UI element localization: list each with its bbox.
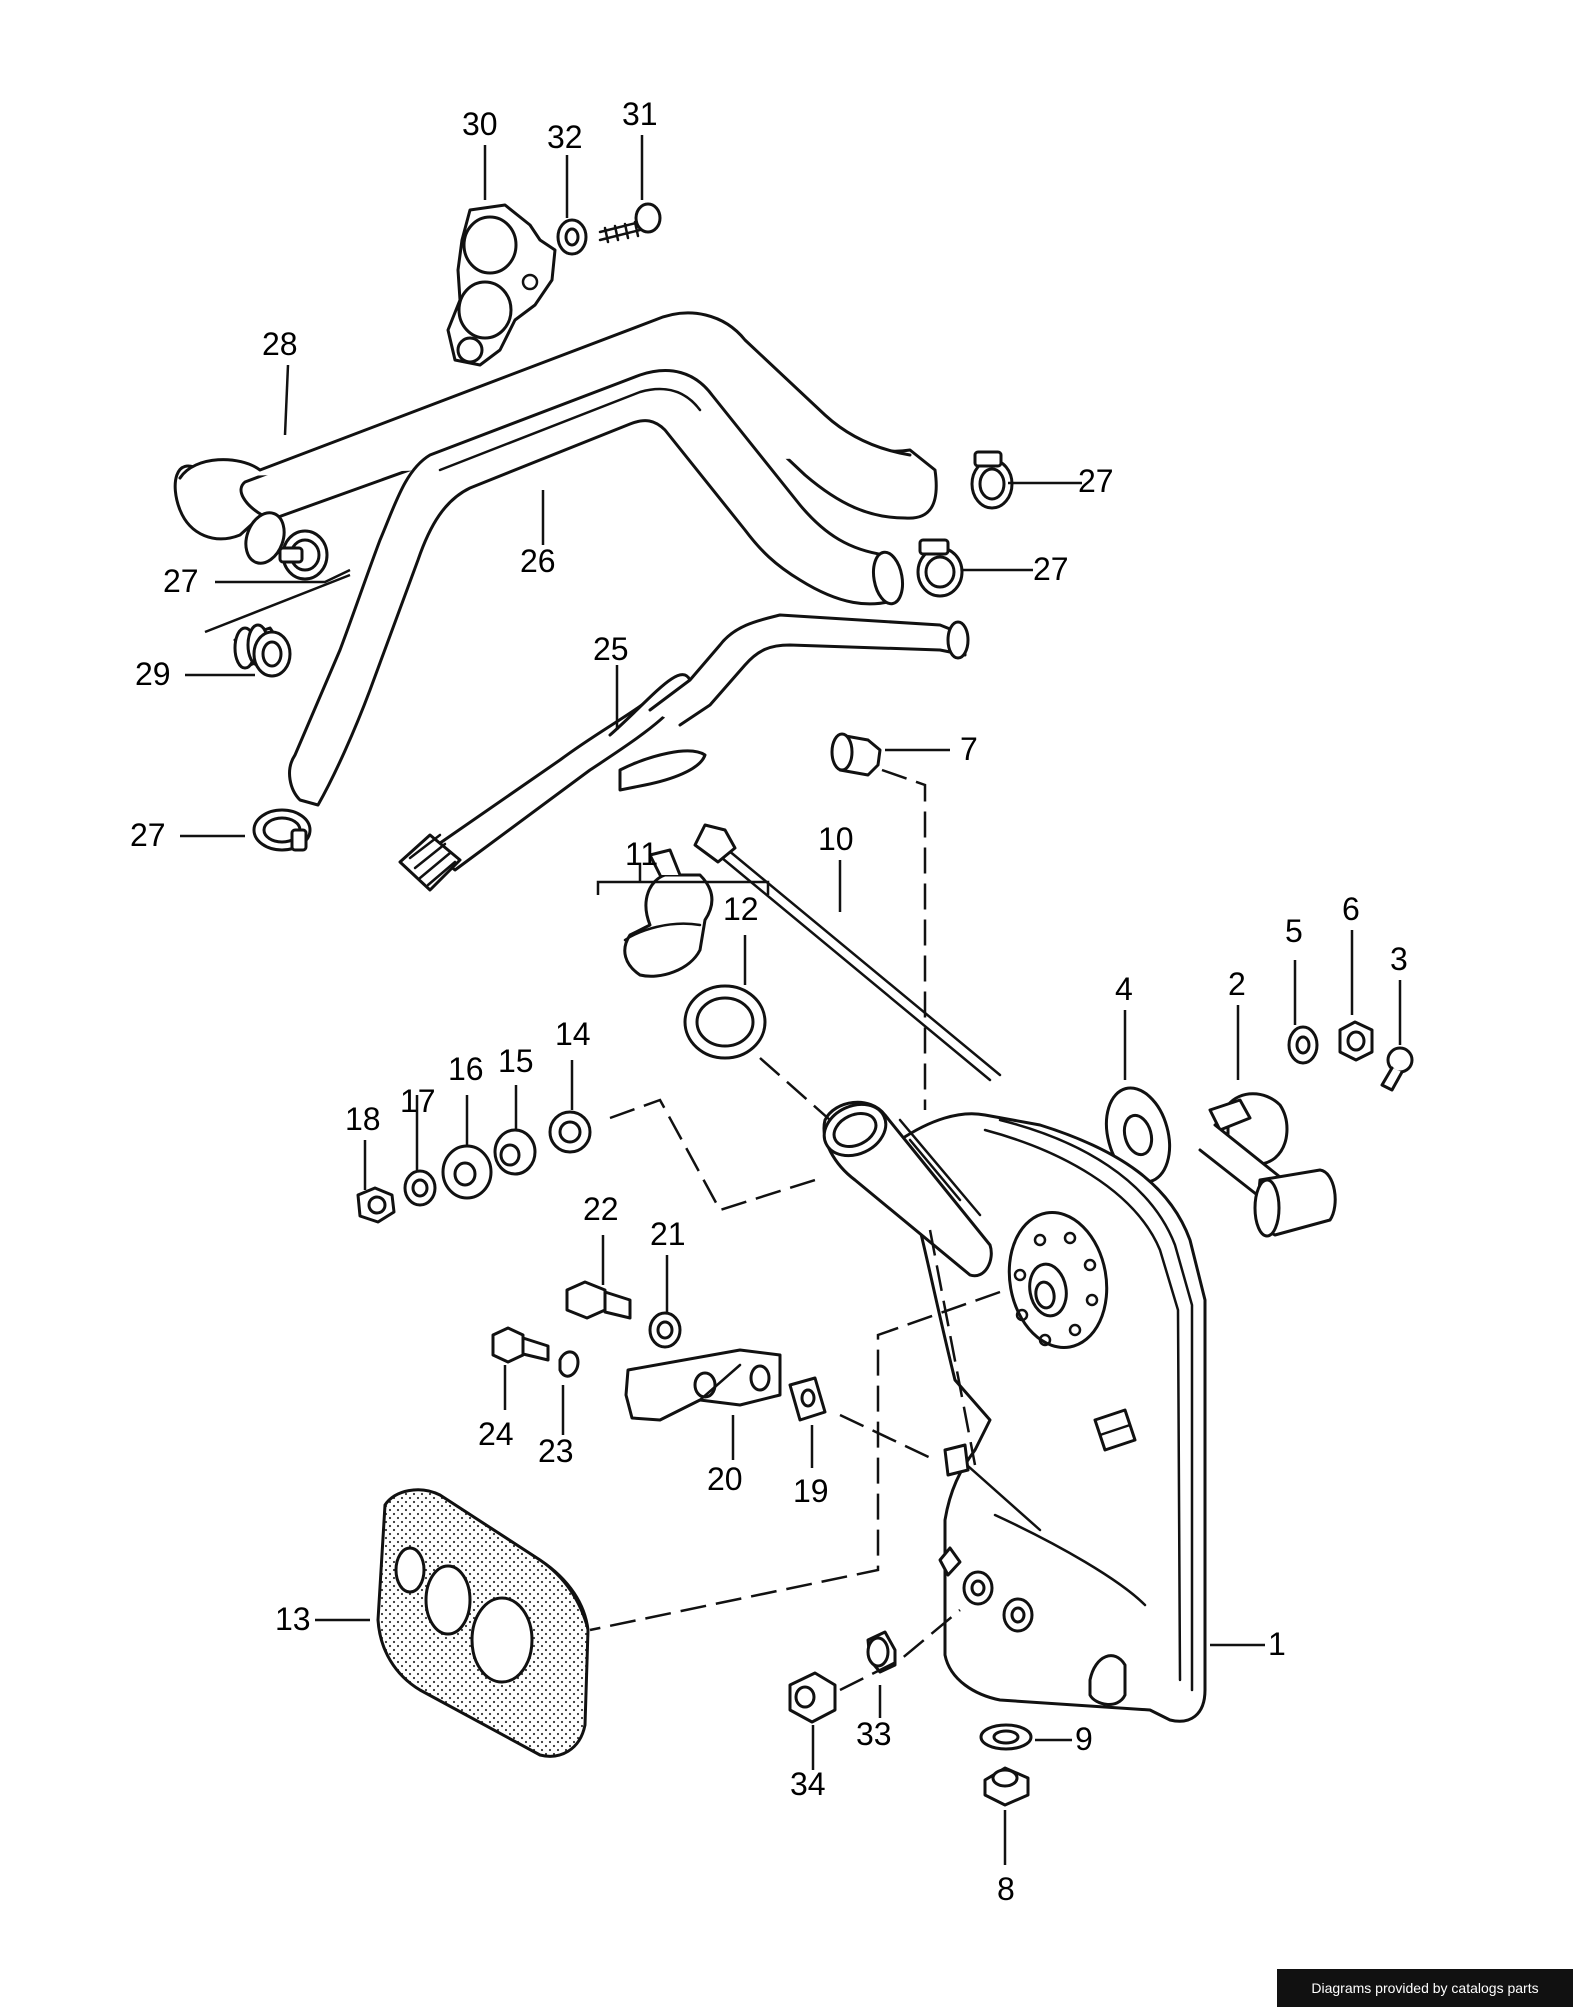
bolt-part	[565, 1280, 632, 1320]
gasket-part	[1104, 1086, 1172, 1184]
callout-17: 17	[400, 1083, 436, 1119]
hose-clamp-part	[278, 529, 329, 581]
callout-27-left-lower: 27	[130, 817, 166, 853]
seal-ring-part	[683, 984, 767, 1060]
callout-4: 4	[1115, 971, 1133, 1007]
callout-20: 20	[707, 1461, 743, 1497]
callout-8: 8	[997, 1871, 1015, 1907]
callout-26: 26	[520, 543, 556, 579]
callout-27-left-upper: 27	[163, 563, 199, 599]
filler-cap-part	[623, 848, 714, 978]
washer-part	[556, 218, 588, 256]
callout-5: 5	[1285, 913, 1303, 949]
bolt-part	[491, 1326, 550, 1364]
callout-22: 22	[583, 1191, 619, 1227]
callout-15: 15	[498, 1043, 534, 1079]
callout-11: 11	[625, 836, 658, 872]
callout-7: 7	[960, 731, 978, 767]
callout-24: 24	[478, 1416, 514, 1452]
callout-10: 10	[818, 821, 854, 857]
union-nut-part	[788, 1671, 837, 1724]
dipstick-part	[693, 823, 1002, 1082]
terminal-part	[1380, 1046, 1414, 1092]
screw-part	[598, 202, 662, 244]
washer-part	[1287, 1025, 1319, 1065]
callout-21: 21	[650, 1216, 686, 1252]
leader-lines	[180, 135, 1402, 1865]
washer-part	[648, 1311, 682, 1349]
nut-part	[356, 1186, 396, 1224]
credit-banner: Diagrams provided by catalogs parts	[1277, 1969, 1573, 2007]
washer-part	[403, 1169, 437, 1207]
callout-numbers: 30 32 31 28 27 27 27 27 26 29 25 7 10 11…	[130, 96, 1408, 1907]
plug-part	[830, 732, 882, 777]
hose-clamp-part	[970, 450, 1014, 510]
callout-18: 18	[345, 1101, 381, 1137]
nut-part	[1338, 1020, 1374, 1062]
hose-clamp-part	[916, 538, 964, 598]
square-nut-part	[788, 1376, 827, 1422]
callout-16: 16	[448, 1051, 484, 1087]
callout-34: 34	[790, 1766, 826, 1802]
middle-hose-part	[288, 369, 905, 807]
hose-clamp-part	[252, 808, 312, 852]
callout-23: 23	[538, 1433, 574, 1469]
callout-33: 33	[856, 1716, 892, 1752]
oil-tank-part	[822, 1100, 1207, 1723]
assembly-lines	[589, 768, 1001, 1692]
bushing-part	[493, 1128, 537, 1176]
grommet-part	[548, 1110, 592, 1154]
grommet-part	[233, 623, 292, 678]
insulation-pad-part	[376, 1488, 590, 1758]
callout-31: 31	[622, 96, 658, 132]
callout-13: 13	[275, 1601, 311, 1637]
callout-32: 32	[547, 119, 583, 155]
vent-pipe-part	[398, 613, 970, 892]
callout-30: 30	[462, 106, 498, 142]
rubber-washer-part	[441, 1144, 493, 1200]
callout-14: 14	[555, 1016, 591, 1052]
lock-washer-part	[558, 1350, 580, 1378]
nipple-part	[866, 1630, 897, 1674]
sealing-ring-part	[979, 1723, 1033, 1751]
callout-29: 29	[135, 656, 171, 692]
callout-25: 25	[593, 631, 629, 667]
callout-28: 28	[262, 326, 298, 362]
callout-12: 12	[723, 891, 759, 927]
callout-1: 1	[1268, 1626, 1286, 1662]
callout-19: 19	[793, 1473, 829, 1509]
callout-6: 6	[1342, 891, 1360, 927]
tank-bracket-part	[624, 1348, 782, 1422]
callout-27-right-upper: 27	[1078, 463, 1114, 499]
callout-27-right-lower: 27	[1033, 551, 1069, 587]
drain-plug-part	[983, 1766, 1030, 1807]
callout-3: 3	[1390, 941, 1408, 977]
sender-unit-part	[1198, 1092, 1337, 1238]
callout-9: 9	[1075, 1721, 1093, 1757]
hose-bracket-part	[446, 203, 557, 367]
callout-2: 2	[1228, 966, 1246, 1002]
